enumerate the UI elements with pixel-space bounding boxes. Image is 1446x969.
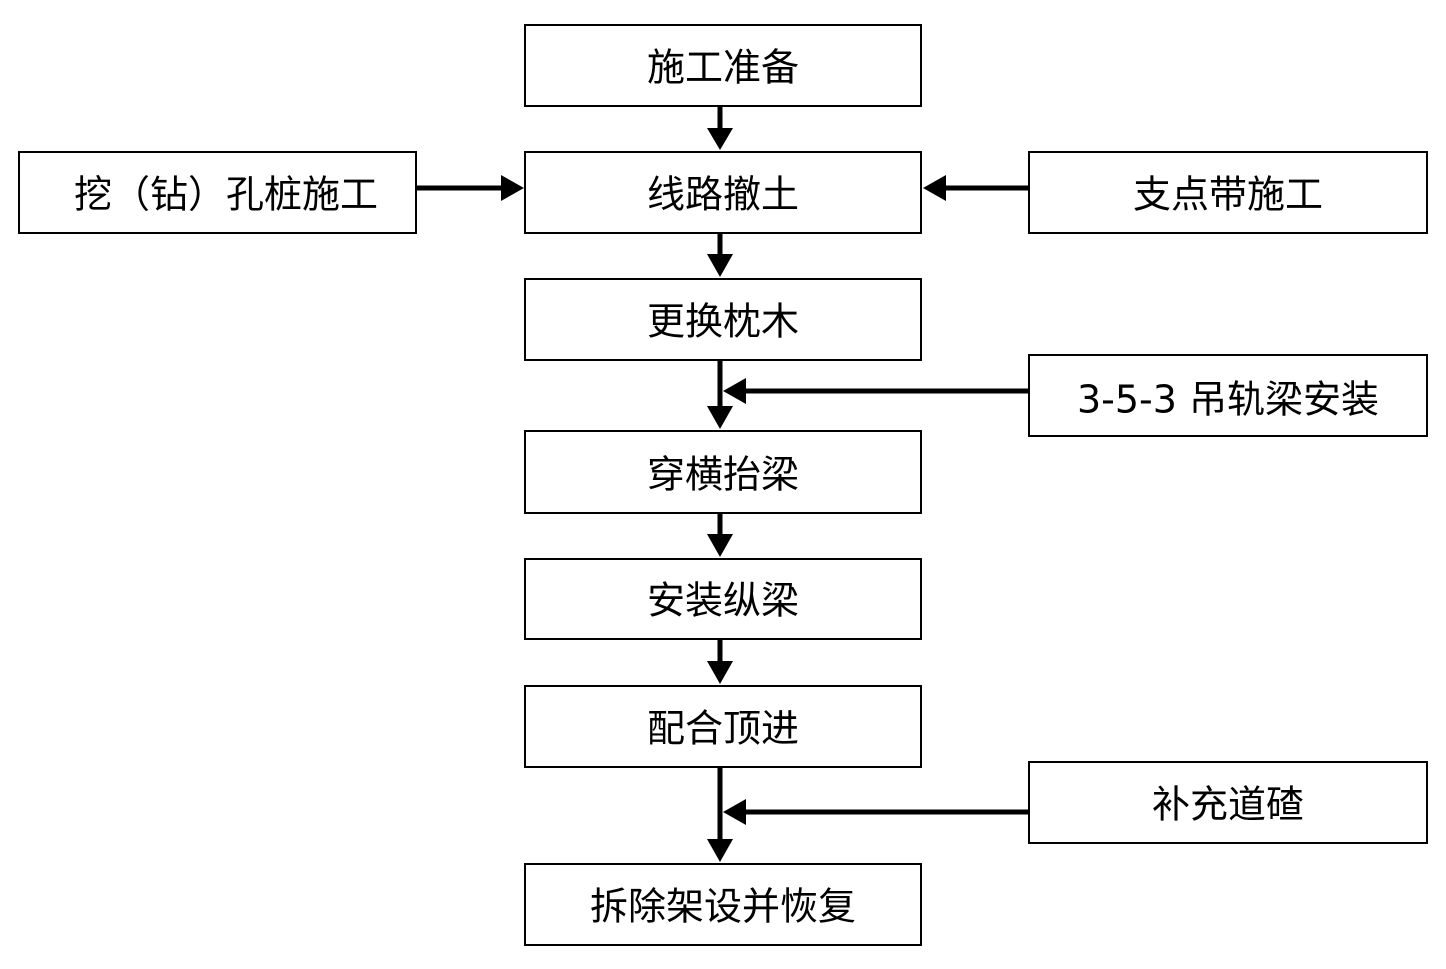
arrow-pile-to-soil: [416, 175, 524, 201]
step-dismantle-and-restore-label: 拆除架设并恢复: [590, 885, 856, 929]
arrow-rail-beam-to-main: [723, 378, 1029, 404]
step-construction-preparation-label: 施工准备: [647, 46, 799, 90]
side-pile-construction-label: 挖（钻）孔桩施工: [74, 173, 378, 217]
arrow-soil-to-sleepers: [707, 233, 733, 277]
arrow-longitudinal-to-jacking: [707, 639, 733, 684]
arrow-sleepers-to-transverse: [707, 360, 733, 429]
side-rail-beam-install: 3-5-3 吊轨梁安装: [1028, 354, 1428, 437]
step-replace-sleepers: 更换枕木: [524, 278, 922, 361]
step-replace-sleepers-label: 更换枕木: [647, 300, 799, 344]
step-install-longitudinal-beams-label: 安装纵梁: [647, 579, 799, 623]
arrow-support-to-soil: [923, 175, 1029, 201]
arrow-ballast-to-main: [723, 799, 1029, 825]
step-transverse-beams-label: 穿横抬梁: [647, 453, 799, 497]
step-transverse-beams: 穿横抬梁: [524, 430, 922, 514]
step-cooperate-jacking: 配合顶进: [524, 685, 922, 768]
step-line-soil-removal: 线路撤土: [524, 151, 922, 234]
side-ballast-supplement-label: 补充道碴: [1152, 783, 1304, 827]
side-support-strip: 支点带施工: [1028, 151, 1428, 234]
step-construction-preparation: 施工准备: [524, 24, 922, 107]
step-cooperate-jacking-label: 配合顶进: [647, 707, 799, 751]
side-pile-construction: 挖（钻）孔桩施工: [18, 151, 417, 234]
arrow-jacking-to-dismantle: [707, 767, 733, 862]
side-rail-beam-install-label: 3-5-3 吊轨梁安装: [1077, 378, 1379, 422]
arrow-transverse-to-longitudinal: [707, 513, 733, 557]
step-dismantle-and-restore: 拆除架设并恢复: [524, 863, 922, 946]
step-line-soil-removal-label: 线路撤土: [647, 173, 799, 217]
side-ballast-supplement: 补充道碴: [1028, 761, 1428, 844]
side-support-strip-label: 支点带施工: [1133, 173, 1323, 217]
arrow-prep-to-soil: [707, 106, 733, 150]
step-install-longitudinal-beams: 安装纵梁: [524, 558, 922, 640]
